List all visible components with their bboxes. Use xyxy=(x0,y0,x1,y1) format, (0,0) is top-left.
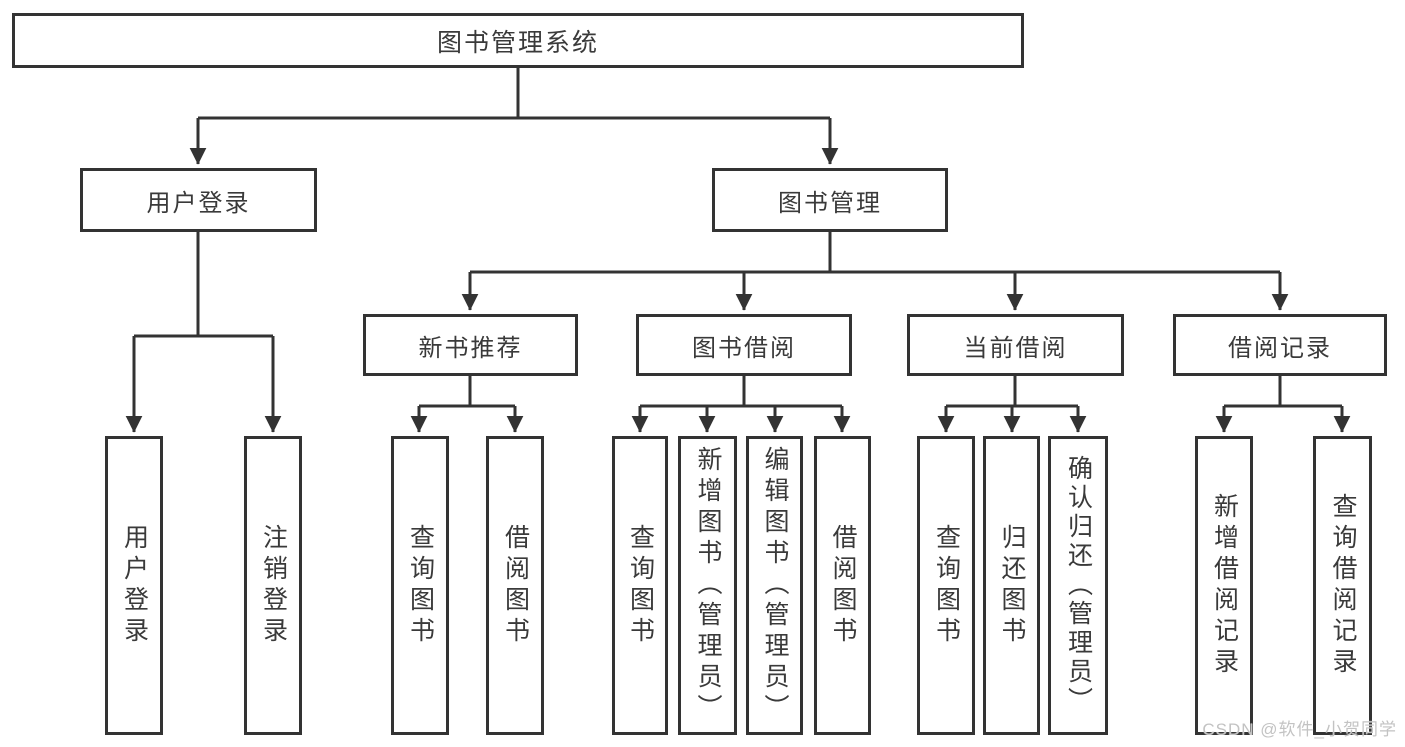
node-book-management-label: 图书管理 xyxy=(778,189,882,217)
leaf-bb-add-books: 新增图书（管理员） xyxy=(678,436,737,735)
leaf-bb-edit-books-label: 编辑图书（管理员） xyxy=(761,446,789,725)
node-borrow-records-label: 借阅记录 xyxy=(1228,334,1332,362)
node-root: 图书管理系统 xyxy=(12,13,1024,68)
node-borrow-records: 借阅记录 xyxy=(1173,314,1387,376)
node-new-book-recommend-label: 新书推荐 xyxy=(418,334,523,362)
node-new-book-recommend: 新书推荐 xyxy=(363,314,578,376)
leaf-nb-borrow-books: 借阅图书 xyxy=(486,436,544,735)
node-user-login-label: 用户登录 xyxy=(146,189,251,217)
leaf-br-add-record-label: 新增借阅记录 xyxy=(1210,492,1239,679)
leaf-user-login: 用户登录 xyxy=(105,436,163,735)
node-current-borrow: 当前借阅 xyxy=(907,314,1124,376)
node-book-management: 图书管理 xyxy=(712,168,948,232)
leaf-nb-query-books-label: 查询图书 xyxy=(406,523,435,648)
leaf-bb-add-books-label: 新增图书（管理员） xyxy=(694,446,722,725)
node-book-borrow: 图书借阅 xyxy=(636,314,852,376)
leaf-cb-confirm-return-label: 确认归还（管理员） xyxy=(1064,455,1093,716)
leaf-nb-borrow-books-label: 借阅图书 xyxy=(501,523,530,648)
leaf-logout: 注销登录 xyxy=(244,436,302,735)
leaf-bb-query-books-label: 查询图书 xyxy=(626,523,655,648)
leaf-user-login-label: 用户登录 xyxy=(120,523,149,648)
leaf-cb-return-books: 归还图书 xyxy=(983,436,1040,735)
leaf-nb-query-books: 查询图书 xyxy=(391,436,449,735)
leaf-cb-return-books-label: 归还图书 xyxy=(998,523,1026,648)
leaf-bb-borrow-books-label: 借阅图书 xyxy=(829,523,857,648)
node-user-login: 用户登录 xyxy=(80,168,317,232)
leaf-br-query-record: 查询借阅记录 xyxy=(1313,436,1372,735)
leaf-logout-label: 注销登录 xyxy=(259,523,288,648)
leaf-bb-query-books: 查询图书 xyxy=(612,436,668,735)
node-book-borrow-label: 图书借阅 xyxy=(692,334,796,362)
leaf-br-query-record-label: 查询借阅记录 xyxy=(1329,492,1357,679)
leaf-br-add-record: 新增借阅记录 xyxy=(1195,436,1253,735)
leaf-bb-borrow-books: 借阅图书 xyxy=(814,436,871,735)
leaf-cb-query-books: 查询图书 xyxy=(917,436,975,735)
node-current-borrow-label: 当前借阅 xyxy=(963,334,1068,362)
leaf-cb-confirm-return: 确认归还（管理员） xyxy=(1048,436,1108,735)
watermark: CSDN @软件_小贺同学 xyxy=(1202,720,1397,739)
leaf-cb-query-books-label: 查询图书 xyxy=(932,523,961,648)
leaf-bb-edit-books: 编辑图书（管理员） xyxy=(746,436,803,735)
node-root-label: 图书管理系统 xyxy=(436,28,599,57)
